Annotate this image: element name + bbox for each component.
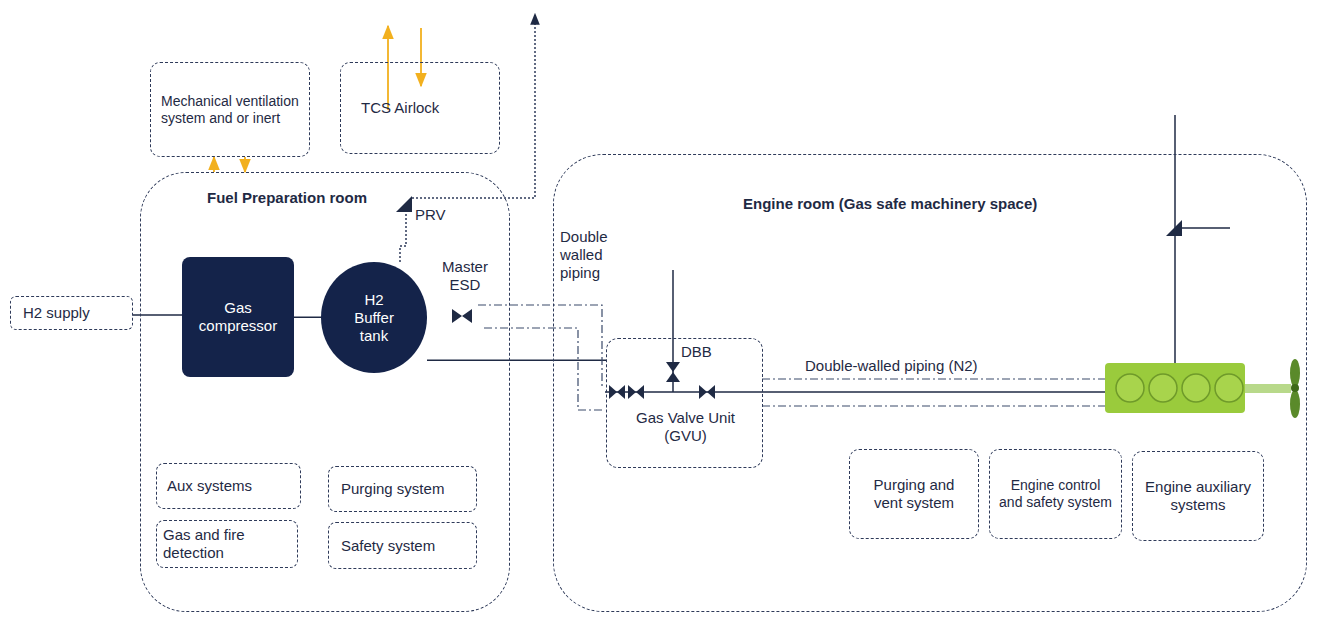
box-label: Safety system	[341, 537, 435, 555]
valve-label: PRV	[415, 206, 455, 224]
box-label: H2 Buffer tank	[345, 291, 403, 345]
compressor-box: Gas compressor	[182, 257, 294, 377]
gas-pipe	[427, 360, 606, 362]
valve-label: DBB	[681, 343, 721, 361]
pipe-label: Double-walled piping (N2)	[805, 357, 1025, 375]
box-label: Purging system	[341, 480, 444, 498]
valve-symbol	[609, 385, 715, 399]
valve-label: Master ESD	[438, 258, 492, 294]
exhaust-pipe	[1174, 115, 1176, 363]
room-region: Engine room (Gas safe machinery space) Ga…	[553, 154, 1307, 612]
double-wall	[762, 405, 1105, 406]
supply-box: H2 supply	[10, 296, 133, 330]
system-box: Purging system	[328, 466, 477, 512]
box-label: H2 supply	[23, 304, 90, 322]
box-label: Mechanical ventilation system and or ine…	[161, 93, 299, 127]
engine	[1105, 363, 1245, 413]
valve-symbol	[452, 309, 462, 323]
prv-symbol	[396, 196, 412, 212]
box-label: Purging and vent system	[858, 476, 970, 512]
box-label: Gas compressor	[196, 299, 280, 335]
system-box: Safety system	[328, 522, 477, 569]
box-label: Gas Valve Unit (GVU)	[635, 409, 736, 445]
box-label: Gas and fire detection	[163, 526, 291, 562]
double-wall	[478, 305, 602, 388]
air-arrow	[387, 26, 389, 110]
air-flow-arrow	[244, 157, 246, 172]
system-box: Purging and vent system	[849, 449, 979, 539]
pipe-label: Double walled piping	[560, 228, 622, 282]
system-box: TCS Airlock	[340, 62, 500, 154]
air-arrow	[420, 28, 422, 86]
relief-valve	[1166, 220, 1182, 236]
system-box: Engine control and safety system	[989, 449, 1122, 539]
room-region: Fuel Preparation roomGas compressor H2 Bu…	[140, 172, 510, 612]
relief-line	[1182, 227, 1230, 229]
gas-pipe	[605, 391, 1105, 393]
double-wall	[484, 328, 604, 410]
box-label: Engine auxiliary systems	[1143, 478, 1253, 514]
system-box: Engine auxiliary systems	[1132, 451, 1264, 541]
box-label: TCS Airlock	[361, 99, 439, 117]
shaft	[1245, 384, 1291, 393]
valve-symbol	[462, 309, 472, 323]
room-title: Fuel Preparation room	[207, 189, 467, 207]
system-box: Aux systems	[156, 463, 301, 509]
dbb-valve	[666, 362, 680, 382]
tank-outline	[321, 262, 427, 373]
box-label: Aux systems	[167, 477, 252, 495]
cylinder	[1116, 374, 1243, 402]
double-wall	[762, 378, 1105, 379]
gas-pipe	[294, 317, 321, 319]
propeller	[1290, 359, 1300, 418]
box-label: Engine control and safety system	[998, 477, 1113, 511]
room-title: Engine room (Gas safe machinery space)	[743, 195, 1063, 213]
system-box: Gas and fire detection	[156, 520, 298, 568]
system-box: Mechanical ventilation system and or ine…	[150, 62, 310, 157]
buffer-tank: H2 Buffer tank	[321, 262, 427, 373]
vent-line	[400, 214, 406, 262]
air-flow-arrow	[213, 157, 215, 172]
